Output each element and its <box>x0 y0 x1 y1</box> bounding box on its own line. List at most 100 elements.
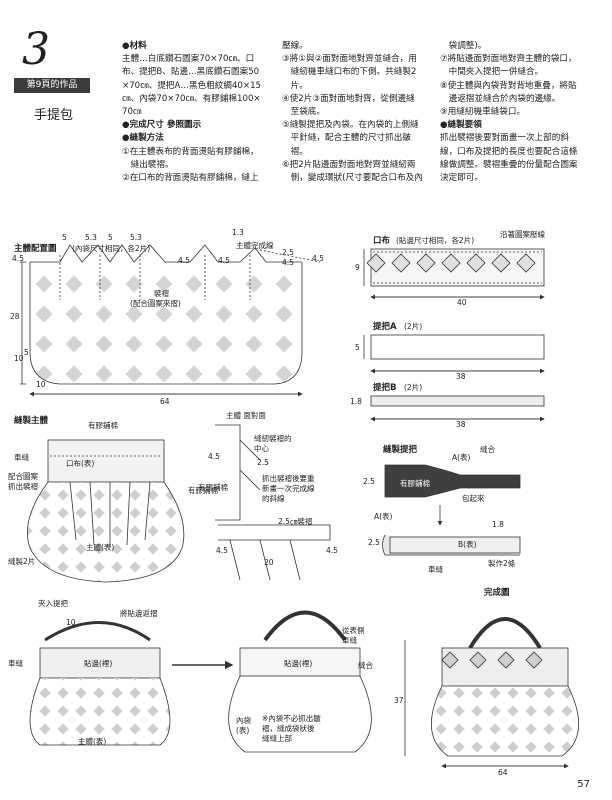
mouth-stitch-note: 沿著圖案壓線 <box>500 230 545 239</box>
dim-10: 10 <box>14 354 24 363</box>
instruction-line: ⑨用縫紉機車縫袋口。 <box>440 107 526 118</box>
pleat-label: 襞褶 <box>154 289 169 298</box>
handle-b-diagram <box>370 395 545 422</box>
handle-b-height: 1.8 <box>350 397 362 406</box>
lining-note: ※內袋不必抓出皺 褶，縫成袋狀後 縫縫上部 <box>262 714 321 743</box>
instruction-line: 主體…白底鑽石圖案70×70㎝、口 <box>122 54 255 65</box>
finished-width: 64 <box>498 768 508 777</box>
mouth-width: 40 <box>457 298 467 307</box>
pleat-dim-20: 20 <box>264 558 274 567</box>
attach-main-label: 主體(表) <box>78 737 107 746</box>
instruction-line: 褶。 <box>282 146 308 157</box>
handle-sewing-diagram <box>382 464 521 556</box>
attach-stitch-label: 車縫 <box>8 659 23 668</box>
attach-dim-10: 10 <box>66 618 76 627</box>
handle-a-title: 提把A <box>373 322 397 332</box>
handle-sewing-title: 縫製提把 <box>383 445 418 455</box>
instruction-line: 線，口布及提把的長度也要配合這條 <box>440 146 578 157</box>
finish-line-label: 主體完成線 <box>236 241 274 250</box>
lining-step-diagram <box>228 610 372 753</box>
mouth-height: 9 <box>355 263 360 272</box>
instruction-line: 壓線。 <box>282 41 308 51</box>
instructions-column-3: 袋調整)。⑦將貼邊面對面地對齊主體的袋口， 中間夾入提把一併縫合。⑧使主體與內袋… <box>440 40 600 185</box>
instruction-line: ㎝、內袋70×70㎝、有膠鋪棉100× <box>122 93 261 104</box>
instruction-line: ③將①與②面對面地對齊並縫合，用 <box>282 54 417 65</box>
lining-seam-label: 縫合 <box>358 661 373 670</box>
lining-facing-label: 貼邊(裡) <box>284 659 313 668</box>
mouth-panel-subtitle: (貼邊尺寸相同，各2片) <box>396 236 475 245</box>
handle-batting-label: 有膠鋪棉 <box>400 479 430 488</box>
instruction-line: 縫出襞褶。 <box>122 159 174 170</box>
handle-stitch-label: 車縫 <box>428 565 443 574</box>
handle-dim-2-5b: 2.5 <box>368 538 380 547</box>
instruction-line: 側，變成環狀(尺寸要配合口布及內 <box>282 173 423 184</box>
source-label: 第9頁的作品 <box>14 78 90 93</box>
instructions-column-1: ●材料主體…白底鑽石圖案70×70㎝、口布、提把B、貼邊…黑底鑽石圖案50 ×70… <box>122 40 282 185</box>
instruction-line: 布、提把B、貼邊…黑底鑽石圖案50 <box>122 67 260 78</box>
instruction-line: 縫紉機車縫口布的下側。共縫製2 <box>282 67 417 78</box>
instruction-line: 決定即可。 <box>440 173 483 184</box>
from-outside-label: 從表側 車縫 <box>342 626 365 645</box>
layout-diagram <box>20 244 321 397</box>
dim-5: 5 <box>24 348 29 357</box>
dim-4-5-b: 4.5 <box>218 256 230 265</box>
instruction-line: 至袋底。 <box>282 107 325 118</box>
pleat-2-5cm-label: 2.5㎝襞褶 <box>278 517 313 526</box>
instruction-line: ⑧使主體與內袋背對背地重疊，將貼 <box>440 80 577 91</box>
pleat-center-label: 縫紉襞褶的 中心 <box>254 434 292 453</box>
instruction-line: ⑦將貼邊面對面地對齊主體的袋口， <box>440 54 577 65</box>
dim-4-5-d: 4.5 <box>312 254 324 263</box>
fold-back-label: 將貼邊返摺 <box>120 609 158 618</box>
attach-step-diagram <box>29 621 234 746</box>
dim-left-4-5: 4.5 <box>12 254 24 263</box>
handle-a-width: 38 <box>456 372 466 381</box>
instruction-line: ●材料 <box>122 41 147 51</box>
finished-title: 完成圖 <box>484 588 510 598</box>
instruction-line: 片。 <box>282 80 308 91</box>
handle-b-width: 38 <box>456 420 466 429</box>
pleat-dim-2-5: 2.5 <box>257 458 269 467</box>
body-main-label: 主體(表) <box>86 543 115 552</box>
instruction-line: 抓出襞褶後要對面畫一次上部的斜 <box>440 133 569 144</box>
dim-top-c: 5 <box>108 233 113 242</box>
body-batting2-label: 有膠鋪棉 <box>188 486 218 495</box>
instruction-line: 邊返摺並縫合於內袋的邊緣。 <box>440 93 561 104</box>
project-number: 3 <box>22 24 50 75</box>
handle-dim-1-8: 1.8 <box>492 520 504 529</box>
instruction-line: 平針縫，配合主體的尺寸抓出皺 <box>282 133 411 144</box>
dim-top-d: 5.3 <box>130 233 142 242</box>
instruction-line: 70㎝ <box>122 107 142 118</box>
dim-top-a: 5 <box>62 233 67 242</box>
handle-b-subtitle: (2片) <box>404 383 423 392</box>
body-assembly-diagram <box>27 439 185 583</box>
instruction-line: ●縫製方法 <box>122 133 164 144</box>
instruction-line: ①在主體表布的背面燙貼有膠鋪棉， <box>122 146 259 157</box>
dim-width-64: 64 <box>160 397 170 406</box>
pleat-note: (配合圖案來摺) <box>130 299 181 308</box>
dim-bottom-10: 10 <box>36 380 46 389</box>
handle-seam-label: 縫合 <box>480 445 495 454</box>
body-stitch-label: 車縫 <box>14 453 29 462</box>
handle-b-title: 提把B <box>373 383 397 393</box>
body-batting-label: 有膠鋪棉 <box>88 421 118 430</box>
pleat-detail-diagram <box>215 424 331 581</box>
instruction-line: 線做調整。襞褶重疊的份量配合圖案 <box>440 159 578 170</box>
body-assembly-title: 縫製主體 <box>14 416 49 426</box>
instruction-line: 袋調整)。 <box>440 41 487 51</box>
instruction-line: ⑤縫製提把及內袋。在內袋的上側縫 <box>282 120 419 131</box>
instruction-line: ④使2片③面對面地對齊，從側邊縫 <box>282 93 415 104</box>
handle-make2-label: 製作2條 <box>488 559 516 568</box>
instruction-line: ●完成尺寸 參照圖示 <box>122 120 202 131</box>
dim-4-5-a: 4.5 <box>178 256 190 265</box>
handle-b-face-label: B(表) <box>458 540 477 549</box>
insert-handle-label: 夾入提把 <box>38 599 68 608</box>
finished-bag-diagram <box>404 617 579 769</box>
mouth-panel-diagram <box>363 248 545 300</box>
handle-a-face-label: A(表) <box>452 453 471 462</box>
handle-a-subtitle: (2片) <box>404 322 423 331</box>
handle-dim-2-5: 2.5 <box>363 477 375 486</box>
instructions-column-2: 壓線。 ③將①與②面對面地對齊並縫合，用 縫紉機車縫口布的下側。共縫製2 片。 ④使… <box>282 40 440 185</box>
instruction-line: ×70㎝、提把A…黑色粗紋綢40×15 <box>122 80 262 91</box>
dim-top-b: 5.3 <box>85 233 97 242</box>
